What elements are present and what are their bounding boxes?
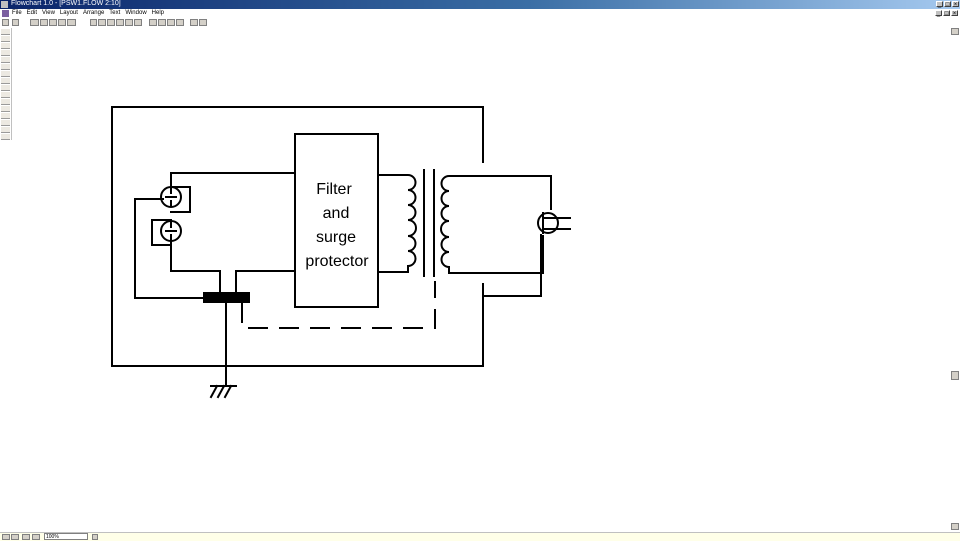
- grid-view-icon[interactable]: [32, 534, 40, 540]
- page-next-icon[interactable]: [11, 534, 19, 540]
- wire-block-to-bar: [235, 270, 296, 293]
- filter-surge-protector-block: [294, 133, 379, 308]
- scroll-up-icon[interactable]: [951, 28, 959, 35]
- curve-tool-icon[interactable]: [1, 99, 10, 105]
- line-tool-icon[interactable]: [12, 19, 19, 26]
- transformer-primary-coil: [377, 174, 417, 273]
- zoom-dropdown-icon[interactable]: [92, 534, 98, 540]
- wire-line-top: [170, 172, 296, 188]
- minimize-button[interactable]: _: [936, 1, 943, 8]
- document-controls: _ □ ×: [935, 10, 958, 17]
- doc-close-button[interactable]: ×: [951, 10, 958, 17]
- align-icon[interactable]: [125, 19, 133, 26]
- group-icon[interactable]: [134, 19, 142, 26]
- terminator-tool-icon[interactable]: [1, 113, 10, 119]
- doc-minimize-button[interactable]: _: [935, 10, 942, 17]
- arc-tool-icon[interactable]: [1, 85, 10, 91]
- wire-ground-return: [482, 234, 542, 297]
- scroll-thumb[interactable]: [951, 371, 959, 380]
- block-label-line-2: and: [323, 205, 350, 222]
- font-icon[interactable]: [149, 19, 157, 26]
- shadow-icon[interactable]: [98, 19, 106, 26]
- frame-icon[interactable]: [107, 19, 115, 26]
- text-style-icon[interactable]: [90, 19, 97, 26]
- shield-dashed-line: [241, 281, 436, 329]
- page-prev-icon[interactable]: [2, 534, 10, 540]
- menu-window[interactable]: Window: [125, 10, 147, 16]
- color-icon[interactable]: [167, 19, 175, 26]
- toolbar: [0, 18, 960, 28]
- ground-bus-bar: [203, 292, 250, 303]
- ground-hatch-3: [223, 384, 233, 399]
- page-view-icon[interactable]: [22, 534, 30, 540]
- arrow-style-icon[interactable]: [58, 19, 66, 26]
- menu-edit[interactable]: Edit: [26, 10, 38, 16]
- block-label-line-3: surge: [316, 229, 356, 246]
- line-width-icon[interactable]: [67, 19, 76, 26]
- scroll-down-icon[interactable]: [951, 523, 959, 530]
- document-icon[interactable]: [2, 10, 9, 17]
- wire-outer-left: [134, 198, 221, 299]
- outlet-receptacle: [160, 186, 182, 242]
- fill-color-icon[interactable]: [30, 19, 39, 26]
- zoom-out-icon[interactable]: [199, 19, 207, 26]
- menu-layout[interactable]: Layout: [59, 10, 78, 16]
- elbow-connector-icon[interactable]: [1, 64, 10, 70]
- menu-items: File Edit View Layout Arrange Text Windo…: [12, 8, 164, 18]
- doc-restore-button[interactable]: □: [943, 10, 950, 17]
- ground-hatch-2: [216, 384, 226, 399]
- block-label-line-1: Filter: [316, 181, 352, 198]
- process-shape-icon[interactable]: [1, 127, 10, 133]
- title-bar: Flowchart 1.0 - [PSW1.FLOW 2:10] _ □ ×: [0, 0, 960, 9]
- diamond-tool-icon[interactable]: [1, 106, 10, 112]
- transformer-secondary-coil: [440, 175, 552, 274]
- bold-icon[interactable]: [158, 19, 166, 26]
- block-label-line-4: protector: [305, 253, 369, 270]
- app-icon[interactable]: [1, 1, 8, 8]
- select-tool-icon[interactable]: [1, 29, 10, 35]
- document-shape-icon[interactable]: [1, 120, 10, 126]
- status-bar: 100%: [0, 532, 960, 541]
- menu-view[interactable]: View: [42, 10, 55, 16]
- text-tool-icon[interactable]: [1, 36, 10, 42]
- rectangle-tool-icon[interactable]: [1, 43, 10, 49]
- enclosure-outline: [111, 106, 484, 367]
- output-plug: [537, 212, 571, 234]
- connector-tool-icon[interactable]: [1, 57, 10, 63]
- wire-bottom-to-bar: [170, 240, 221, 293]
- menu-help[interactable]: Help: [151, 10, 164, 16]
- polygon-tool-icon[interactable]: [1, 92, 10, 98]
- ellipse-tool-icon[interactable]: [1, 78, 10, 84]
- line-tool-icon[interactable]: [1, 71, 10, 77]
- fill-icon[interactable]: [176, 19, 184, 26]
- menu-text[interactable]: Text: [109, 10, 121, 16]
- grid-icon[interactable]: [116, 19, 124, 26]
- zoom-in-icon[interactable]: [190, 19, 198, 26]
- pattern-icon[interactable]: [40, 19, 48, 26]
- zoom-select[interactable]: 100%: [44, 533, 88, 540]
- close-button[interactable]: ×: [952, 1, 959, 8]
- ground-hatch-1: [209, 384, 219, 399]
- maximize-button[interactable]: □: [944, 1, 951, 8]
- tool-palette: [0, 28, 12, 140]
- wire-neutral-loop: [151, 219, 172, 246]
- window-title: Flowchart 1.0 - [PSW1.FLOW 2:10]: [11, 0, 121, 7]
- pointer-tool-icon[interactable]: [2, 19, 9, 26]
- menu-bar: File Edit View Layout Arrange Text Windo…: [0, 9, 960, 18]
- data-shape-icon[interactable]: [1, 134, 10, 140]
- menu-arrange[interactable]: Arrange: [82, 10, 105, 16]
- window-controls: _ □ ×: [936, 1, 959, 8]
- menu-file[interactable]: File: [12, 10, 22, 16]
- vertical-scrollbar[interactable]: [950, 28, 960, 532]
- wire-bridge: [170, 186, 191, 213]
- rounded-rect-tool-icon[interactable]: [1, 50, 10, 56]
- line-style-icon[interactable]: [49, 19, 57, 26]
